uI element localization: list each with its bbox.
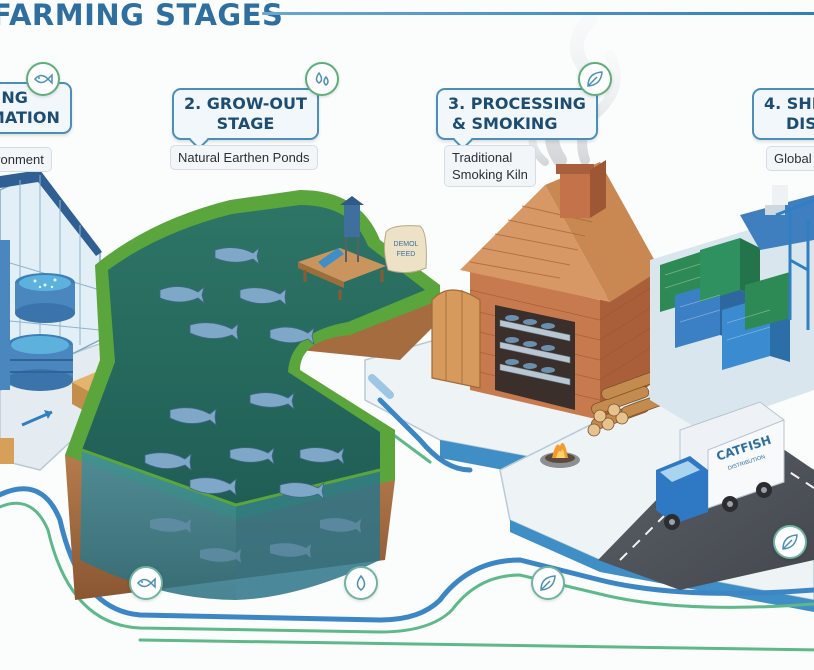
campfire xyxy=(540,442,580,468)
stage-4-title-line2: DISTRIBUTION xyxy=(786,114,814,133)
stage-3-caption-line2: Smoking Kiln xyxy=(452,167,528,182)
stage-4-callout: 4. SHIPPING & DISTRIBUTION xyxy=(752,88,814,140)
container-stacks xyxy=(660,238,790,370)
path-badge-water xyxy=(344,566,378,600)
hatchery-greenhouse xyxy=(0,170,114,464)
feed-bag-label-2: FEED xyxy=(397,251,416,258)
port-crane xyxy=(775,198,814,330)
page-title: FARMING STAGES xyxy=(0,0,284,32)
stage-2-title-line2: STAGE xyxy=(216,114,275,133)
stage-3-number: 3. xyxy=(448,94,466,113)
stage-1-title-line2: IN ACCLIMATION xyxy=(0,108,60,127)
fish-icon xyxy=(34,73,53,85)
stage-2-title-line1: GROW-OUT xyxy=(206,94,307,113)
title-divider xyxy=(262,12,814,15)
stage-3-callout: 3. PROCESSING & SMOKING xyxy=(436,88,598,150)
shipping-port: CATFISH DISTRIBUTION xyxy=(598,185,814,590)
grow-out-pond: DEMOL FEED xyxy=(65,190,440,600)
feeding-dock xyxy=(298,196,386,300)
stage-4-title-line1: SHIPPING & xyxy=(786,94,814,113)
delivery-truck: CATFISH DISTRIBUTION xyxy=(656,401,785,530)
stage-4-clip: 4. SHIPPING & DISTRIBUTION Global Market… xyxy=(752,60,814,180)
path-badge-fish xyxy=(129,566,163,600)
stage-4-number: 4. xyxy=(764,94,782,113)
stage-2-number: 2. xyxy=(184,94,202,113)
stage-3-title-line1: PROCESSING xyxy=(470,94,586,113)
feed-bag: DEMOL FEED xyxy=(383,225,427,274)
stage-2-callout: 2. GROW-OUT STAGE xyxy=(172,88,319,150)
water-drop-icon xyxy=(356,574,366,591)
path-badge-leaf-2 xyxy=(773,525,807,559)
leaf-icon xyxy=(782,534,798,550)
path-badge-leaf xyxy=(531,566,565,600)
hatchery-tank-upper xyxy=(15,273,75,323)
stage-3-badge xyxy=(578,62,612,96)
stage-3-title-line2: & SMOKING xyxy=(452,114,558,133)
stage-1-caption: Controlled Environment xyxy=(0,147,52,172)
fish-icon xyxy=(137,577,156,589)
smoking-kiln xyxy=(431,13,680,468)
stage-1-badge xyxy=(26,62,60,96)
catfish-group xyxy=(144,246,345,501)
stage-4-caption: Global Markets xyxy=(766,146,814,171)
leaf-icon xyxy=(587,71,603,87)
leaf-icon xyxy=(540,575,556,591)
stage-3-caption-line1: Traditional xyxy=(452,150,513,165)
stage-3-caption: Traditional Smoking Kiln xyxy=(444,145,536,187)
stage-2-caption: Natural Earthen Ponds xyxy=(170,145,318,170)
feed-bag-label-1: DEMOL xyxy=(394,241,419,248)
stage-2-badge xyxy=(305,62,339,96)
water-drops-icon xyxy=(315,71,329,86)
stage-1-title-line1: HATCHING xyxy=(0,88,28,107)
hatchery-tank-lower xyxy=(7,334,73,391)
